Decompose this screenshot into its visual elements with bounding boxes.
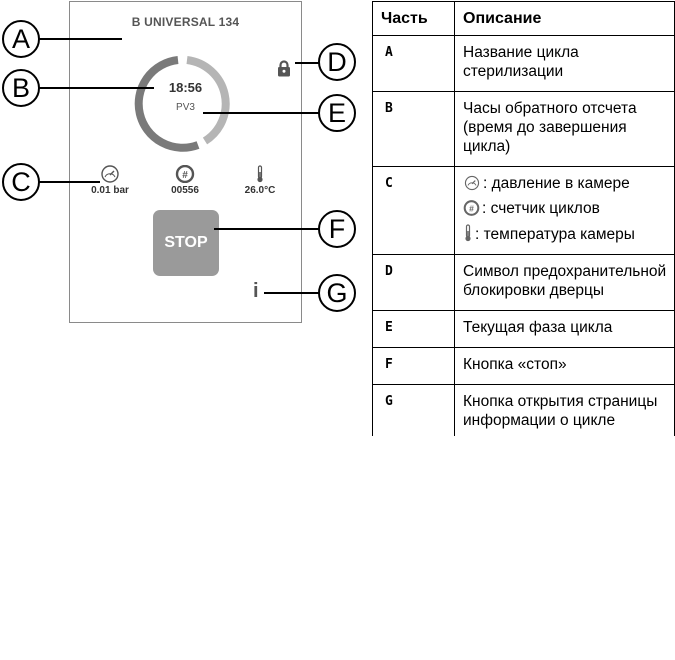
table-row: G Кнопка открытия страницы информации о …: [372, 384, 675, 436]
row-part: E: [372, 310, 455, 348]
row-description: Кнопка открытия страницы информации о ци…: [454, 384, 675, 436]
callout-d: D: [318, 43, 356, 81]
cycle-counter-readout: # 00556: [150, 165, 220, 196]
callout-f: F: [318, 210, 356, 248]
progress-ring: [134, 56, 230, 152]
temperature-legend: : температура камеры: [463, 224, 670, 244]
padlock-icon: [278, 60, 290, 77]
leader-d: [295, 62, 320, 64]
cycle-phase: PV3: [176, 102, 195, 113]
table-row: C : давление в камере # : счетчик циклов: [372, 166, 675, 255]
leader-g: [264, 292, 321, 294]
table-row: A Название цикла стерилизации: [372, 35, 675, 92]
countdown-timer: 18:56: [168, 80, 203, 95]
row-description: Кнопка «стоп»: [454, 347, 675, 385]
cycle-name: B UNIVERSAL 134: [131, 15, 240, 29]
table-row: F Кнопка «стоп»: [372, 347, 675, 385]
gauge-icon: [464, 175, 480, 191]
pressure-legend: : давление в камере: [463, 174, 670, 193]
svg-text:#: #: [182, 170, 188, 181]
gauge-icon: [101, 165, 119, 183]
stop-button[interactable]: STOP: [153, 210, 219, 276]
callout-a: A: [2, 20, 40, 58]
thermometer-icon: [465, 224, 471, 242]
row-description: Название цикла стерилизации: [454, 35, 675, 92]
row-part: F: [372, 347, 455, 385]
row-part: A: [372, 35, 455, 92]
table-header-row: Часть Описание: [372, 1, 675, 36]
counter-legend-text: : счетчик циклов: [482, 200, 600, 217]
parts-table: Часть Описание A Название цикла стерилиз…: [372, 1, 675, 436]
temperature-legend-text: : температура камеры: [475, 226, 635, 243]
row-description: Часы обратного отсчета (время до заверше…: [454, 91, 675, 167]
device-screen: B UNIVERSAL 134 18:56 PV3 0.01 bar # 005…: [69, 1, 302, 323]
row-description: Символ предохранительной блокировки двер…: [454, 254, 675, 311]
row-part: G: [372, 384, 455, 436]
leader-c: [36, 181, 100, 183]
temperature-value: 26.0°C: [244, 185, 276, 196]
counter-icon: #: [175, 165, 195, 183]
leader-b: [36, 87, 154, 89]
svg-text:#: #: [469, 203, 474, 213]
counter-legend: # : счетчик циклов: [463, 199, 670, 218]
row-description: Текущая фаза цикла: [454, 310, 675, 348]
table-row: E Текущая фаза цикла: [372, 310, 675, 348]
row-part: C: [372, 166, 455, 255]
leader-f: [214, 228, 321, 230]
header-description: Описание: [454, 1, 675, 36]
temperature-readout: 26.0°C: [225, 165, 295, 196]
pressure-readout: 0.01 bar: [75, 165, 145, 196]
ring-elapsed-arc: [134, 56, 200, 152]
header-part: Часть: [372, 1, 455, 36]
callout-b: B: [2, 69, 40, 107]
pressure-legend-text: : давление в камере: [483, 175, 630, 192]
table-row: D Символ предохранительной блокировки дв…: [372, 254, 675, 311]
table-row: B Часы обратного отсчета (время до завер…: [372, 91, 675, 167]
pressure-value: 0.01 bar: [91, 185, 129, 196]
thermometer-icon: [257, 165, 263, 183]
counter-value: 00556: [171, 185, 199, 196]
callout-g: G: [318, 274, 356, 312]
callout-e: E: [318, 94, 356, 132]
ring-remaining-arc: [186, 56, 230, 145]
leader-a: [36, 38, 122, 40]
row-part: D: [372, 254, 455, 311]
callout-c: C: [2, 163, 40, 201]
row-description: : давление в камере # : счетчик циклов :…: [454, 166, 675, 255]
leader-e: [203, 112, 321, 114]
info-button[interactable]: i: [253, 280, 259, 302]
row-part: B: [372, 91, 455, 167]
counter-icon: #: [463, 200, 480, 216]
